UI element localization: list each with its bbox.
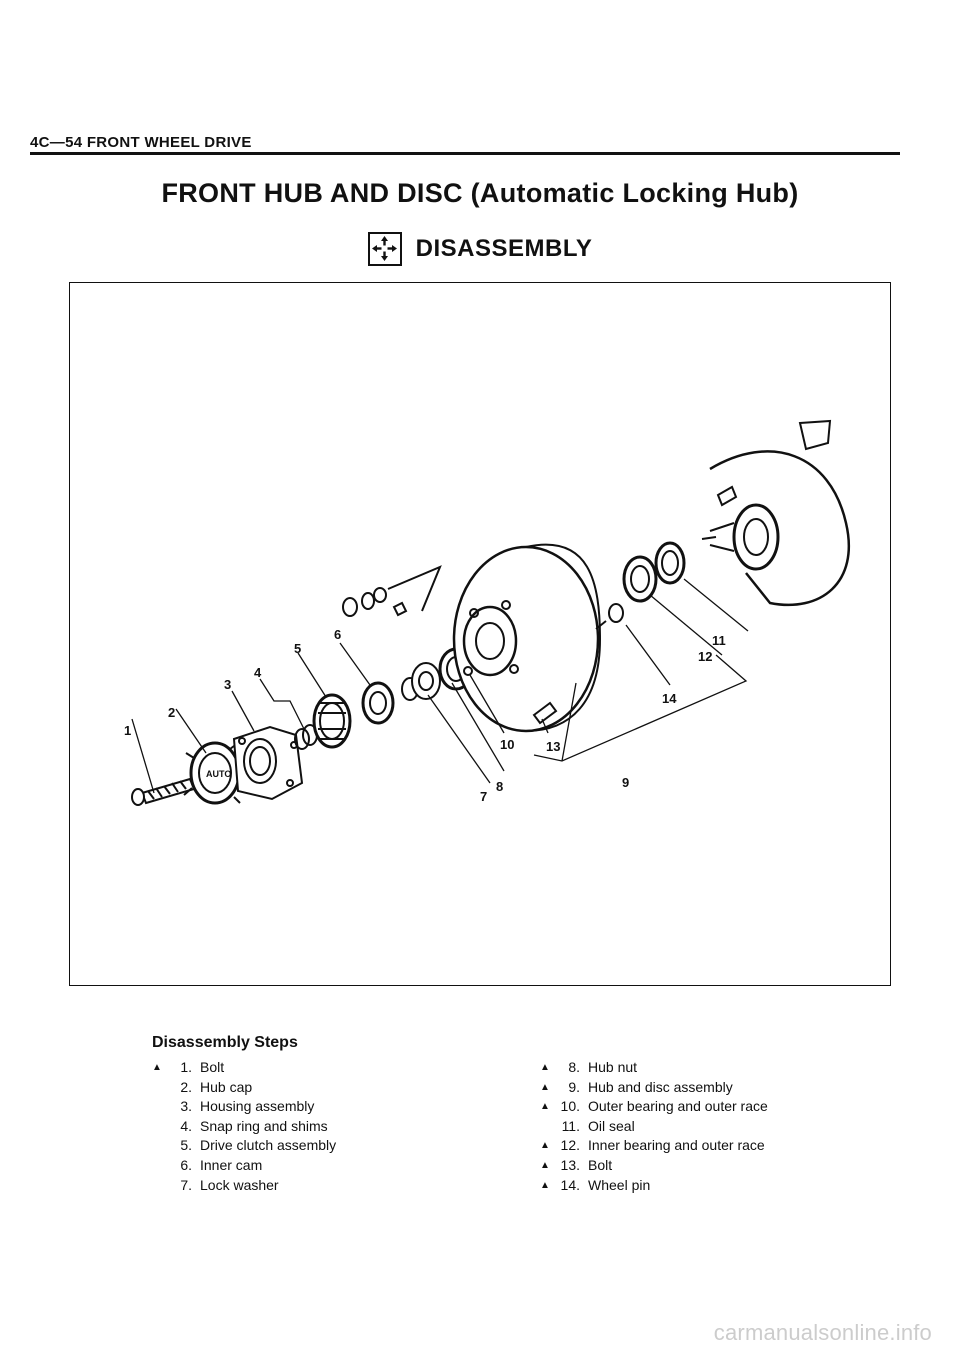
part-inner-bearing (622, 555, 658, 603)
callout-2: 2 (168, 705, 175, 720)
part-knuckle-and-backing-plate (701, 419, 851, 607)
callout-5: 5 (294, 641, 301, 656)
part-drive-clutch (312, 693, 352, 749)
page-title: FRONT HUB AND DISC (Automatic Locking Hu… (161, 178, 799, 208)
callout-13: 13 (546, 739, 560, 754)
steps-title: Disassembly Steps (152, 1034, 298, 1051)
part-hub-and-disc (452, 543, 602, 733)
list-item: 7.Lock washer (180, 1176, 279, 1193)
list-item: ▲9.Hub and disc assembly (540, 1078, 733, 1095)
section-heading: DISASSEMBLY (0, 232, 960, 266)
watermark: carmanualsonline.info (713, 1320, 932, 1345)
callout-12: 12 (698, 649, 712, 664)
callout-10: 10 (500, 737, 514, 752)
page-header: 4C—54 FRONT WHEEL DRIVE (30, 134, 252, 151)
steps-list-right: ▲8.Hub nut ▲9.Hub and disc assembly ▲10.… (540, 1058, 768, 1195)
part-wheel-pin (532, 603, 624, 725)
hub-cap-label: AUTO (206, 769, 231, 779)
section-label: DISASSEMBLY (415, 235, 593, 262)
list-item: 11.Oil seal (561, 1117, 635, 1134)
disassembly-arrows-icon (367, 232, 402, 266)
list-item: ▲1.Bolt (152, 1059, 225, 1075)
list-item: 4.Snap ring and shims (180, 1117, 328, 1134)
callout-8: 8 (496, 779, 503, 794)
header-rule (30, 152, 900, 155)
list-item: 5.Drive clutch assembly (180, 1137, 337, 1154)
list-item: 6.Inner cam (180, 1156, 263, 1173)
callout-14: 14 (662, 691, 677, 706)
list-item: ▲14.Wheel pin (540, 1176, 651, 1193)
exploded-diagram: 1 2 3 4 5 6 7 8 9 10 11 12 13 14 AUTO (124, 419, 851, 806)
list-item: ▲10.Outer bearing and outer race (540, 1098, 768, 1115)
callout-1: 1 (124, 723, 131, 738)
part-small-fasteners (342, 565, 442, 617)
list-item: ▲13.Bolt (540, 1156, 613, 1173)
steps-list-left: ▲1.Bolt 2.Hub cap 3.Housing assembly 4.S… (152, 1058, 336, 1195)
callout-4: 4 (254, 665, 262, 680)
part-hub-nut (411, 662, 441, 700)
list-item: ▲12.Inner bearing and outer race (540, 1137, 765, 1154)
part-bolt (131, 777, 196, 806)
part-housing-assembly (232, 725, 304, 801)
callout-6: 6 (334, 627, 341, 642)
exploded-diagram-frame: 1 2 3 4 5 6 7 8 9 10 11 12 13 14 AUTO (69, 282, 891, 986)
callout-11: 11 (712, 633, 726, 648)
callout-3: 3 (224, 677, 231, 692)
part-oil-seal (654, 541, 686, 585)
callout-9: 9 (622, 775, 629, 790)
list-item: 3.Housing assembly (180, 1098, 315, 1115)
list-item: 2.Hub cap (180, 1078, 253, 1095)
part-inner-cam (361, 681, 395, 725)
list-item: ▲8.Hub nut (540, 1059, 638, 1075)
callout-7: 7 (480, 789, 487, 804)
